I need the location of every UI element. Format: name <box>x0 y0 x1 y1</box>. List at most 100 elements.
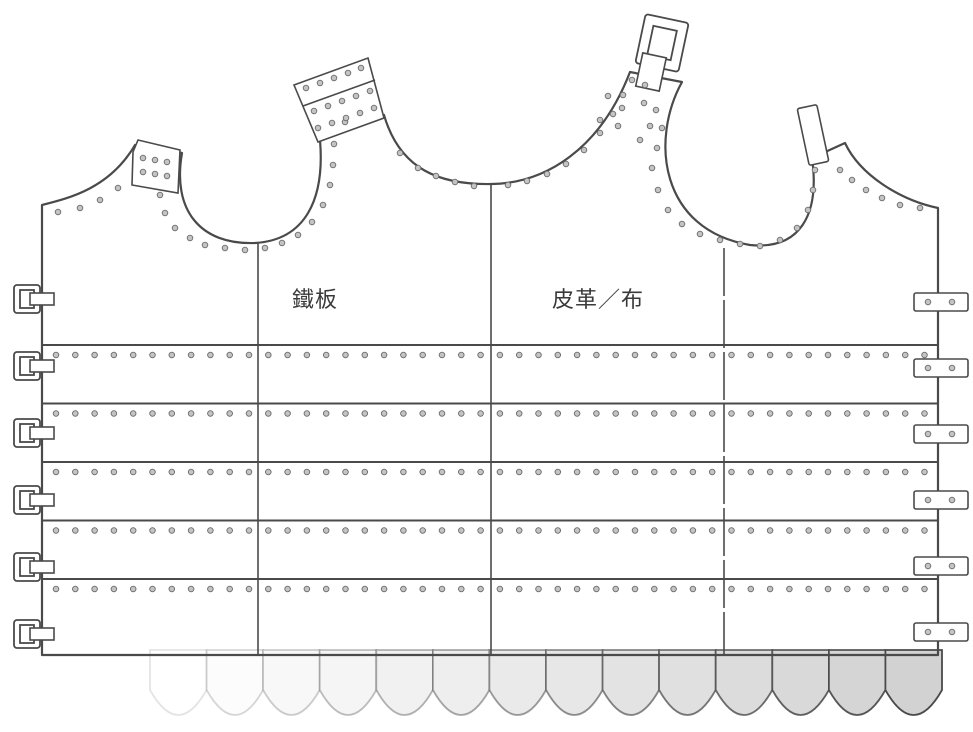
edge-rivet <box>862 186 870 194</box>
strap-band <box>913 622 969 642</box>
rivet <box>573 351 581 359</box>
right-strap <box>913 358 969 378</box>
rivet <box>149 351 156 359</box>
rivet <box>535 410 542 417</box>
rivet <box>631 351 639 359</box>
rivet-rows <box>52 351 928 593</box>
rivet <box>805 585 812 593</box>
edge-rivet <box>201 241 209 249</box>
edge-rivet <box>848 176 856 184</box>
rivet <box>322 585 330 593</box>
rivet <box>535 527 542 534</box>
rivet <box>477 351 484 359</box>
rivet <box>129 410 137 417</box>
rivet <box>52 410 60 417</box>
rivet <box>612 527 619 534</box>
rivet <box>747 410 755 417</box>
strap-rivet <box>948 628 956 636</box>
rivet <box>747 527 755 534</box>
rivet <box>380 468 388 476</box>
scallop <box>714 649 774 716</box>
rivet <box>342 410 349 417</box>
rivet <box>824 351 832 359</box>
rivet <box>921 527 928 534</box>
rivet <box>901 527 909 534</box>
rivet <box>496 410 504 417</box>
rivet <box>168 351 176 359</box>
shoulder-tab-1 <box>131 139 181 194</box>
rivet <box>207 585 214 593</box>
rivet <box>689 410 697 417</box>
scallop <box>318 649 378 716</box>
strap-rivet <box>924 496 932 504</box>
scallop <box>771 649 830 716</box>
rivet <box>245 410 253 417</box>
rivet <box>380 527 388 534</box>
rivet <box>573 468 581 476</box>
rivet <box>72 468 79 476</box>
edge-rivet <box>186 234 194 242</box>
rivet <box>361 585 369 593</box>
rivet <box>593 527 600 534</box>
rivet <box>322 527 330 534</box>
rivet <box>863 351 870 359</box>
edge-rivet <box>241 246 249 254</box>
edge-rivet <box>604 92 612 100</box>
shoulder-strap-right <box>796 104 830 166</box>
edge-rivet <box>562 160 570 168</box>
rivet <box>52 468 60 476</box>
tab-rivet <box>330 74 338 82</box>
rivet <box>52 351 60 359</box>
rivet <box>921 351 928 359</box>
rivet <box>921 585 928 593</box>
rivet <box>805 410 812 417</box>
rivet <box>651 468 658 476</box>
tab-rivet <box>163 172 171 180</box>
rivet <box>303 527 311 534</box>
edge-rivet <box>161 209 169 217</box>
strap-band <box>913 556 969 576</box>
edge-rivet <box>793 224 801 232</box>
rivet <box>149 468 156 476</box>
tab-rivet <box>356 109 364 117</box>
tab-rivet <box>324 102 332 110</box>
edge-rivet <box>414 164 422 172</box>
rivet <box>631 468 639 476</box>
rivet <box>477 468 484 476</box>
edge-rivet <box>278 239 286 247</box>
edge-rivet <box>326 181 334 189</box>
scallop <box>601 649 660 716</box>
rivet <box>168 410 176 417</box>
edge-rivet <box>756 242 764 250</box>
strap-rivet <box>924 298 932 306</box>
rivet <box>496 468 504 476</box>
rivet <box>863 585 870 593</box>
strap-rivet <box>948 430 956 438</box>
rivet <box>515 351 523 359</box>
rivet <box>747 585 755 593</box>
rivet <box>766 585 774 593</box>
rivet <box>342 527 349 534</box>
left-buckle <box>13 485 55 515</box>
rivet <box>766 468 774 476</box>
rivet <box>303 585 311 593</box>
rivet <box>400 527 407 534</box>
rivet <box>52 585 60 593</box>
rivet <box>72 585 79 593</box>
rivet <box>882 410 890 417</box>
rivet <box>766 410 774 417</box>
rivet <box>882 527 890 534</box>
rivet <box>786 527 793 534</box>
rivet <box>438 527 446 534</box>
rivet <box>921 468 928 476</box>
rivet <box>284 527 291 534</box>
rivet <box>322 351 330 359</box>
rivet <box>824 585 832 593</box>
rivet <box>91 527 98 534</box>
tab-rivet <box>151 170 159 178</box>
rivet <box>670 527 677 534</box>
edge-rivet <box>696 230 704 238</box>
tab-rivet <box>151 156 159 164</box>
left-buckles <box>13 284 55 649</box>
edge-rivet <box>776 236 784 244</box>
